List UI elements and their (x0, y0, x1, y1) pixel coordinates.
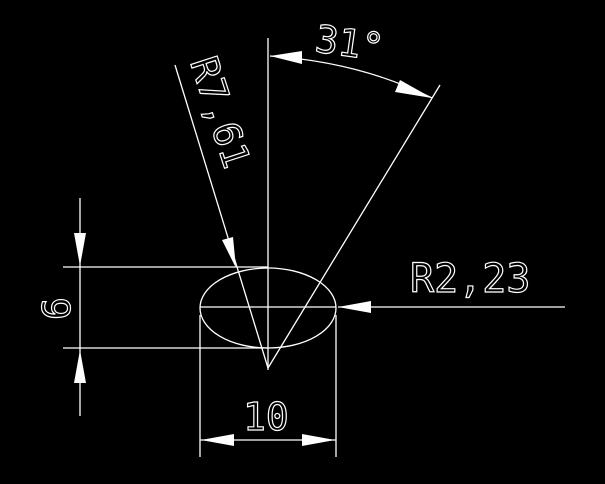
radius-leader-line (174, 64, 269, 369)
height-label: 6 (35, 297, 79, 320)
width-arrow-right-icon (302, 434, 335, 446)
height-arrow-top-icon (74, 233, 86, 266)
radius-arrow-icon (222, 237, 236, 268)
small-radius-label: R2,23 (410, 256, 530, 302)
angle-arrow-right-icon (395, 80, 432, 98)
angle-arrow-left-icon (270, 51, 302, 64)
width-label: 10 (243, 395, 289, 439)
width-arrow-left-icon (201, 434, 234, 446)
large-radius-label: R7,61 (181, 51, 258, 173)
angle-label: 31° (313, 17, 387, 70)
height-arrow-bottom-icon (74, 350, 86, 383)
angle-boundary-line (267, 84, 441, 369)
small-radius-arrow-icon (338, 301, 371, 313)
